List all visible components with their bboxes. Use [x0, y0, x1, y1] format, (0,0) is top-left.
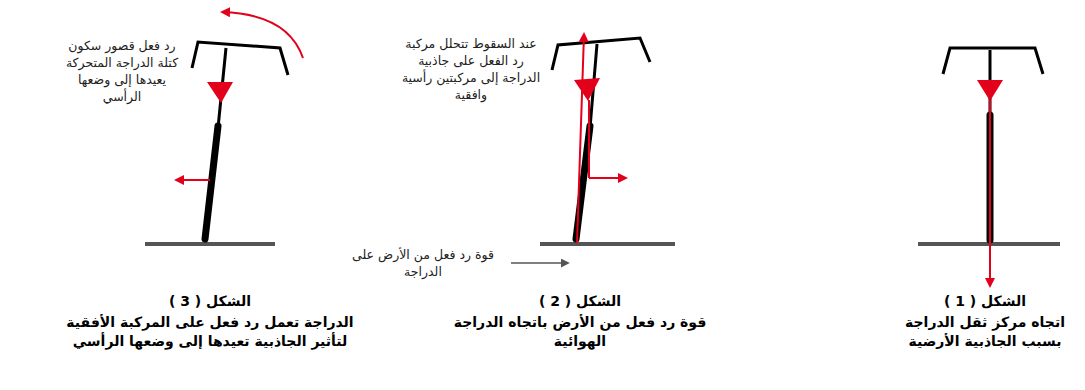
callout-note: قوة رد فعل من الأرض على الدراجة	[340, 247, 506, 281]
figure-caption-number: الشكل ( 2 )	[430, 292, 730, 311]
figure-caption: الدراجة تعمل رد فعل على المركبة الأفقية …	[55, 313, 365, 351]
figure-caption-number: الشكل ( 1 )	[890, 292, 1080, 311]
figure-caption-number: الشكل ( 3 )	[55, 292, 365, 311]
figure-caption: اتجاه مركز ثقل الدراجة بسبب الجاذبية الأ…	[890, 313, 1080, 351]
callout-note: عند السقوط تتحلل مركبة رد الفعل على جاذب…	[400, 36, 542, 104]
figure-1	[918, 48, 1060, 286]
callout-note: رد فعل قصور سكون كتلة الدراجة المتحركة ي…	[58, 38, 186, 106]
figure-caption: قوة رد فعل من الأرض باتجاه الدراجة الهوا…	[430, 313, 730, 351]
figure-2	[511, 34, 675, 263]
